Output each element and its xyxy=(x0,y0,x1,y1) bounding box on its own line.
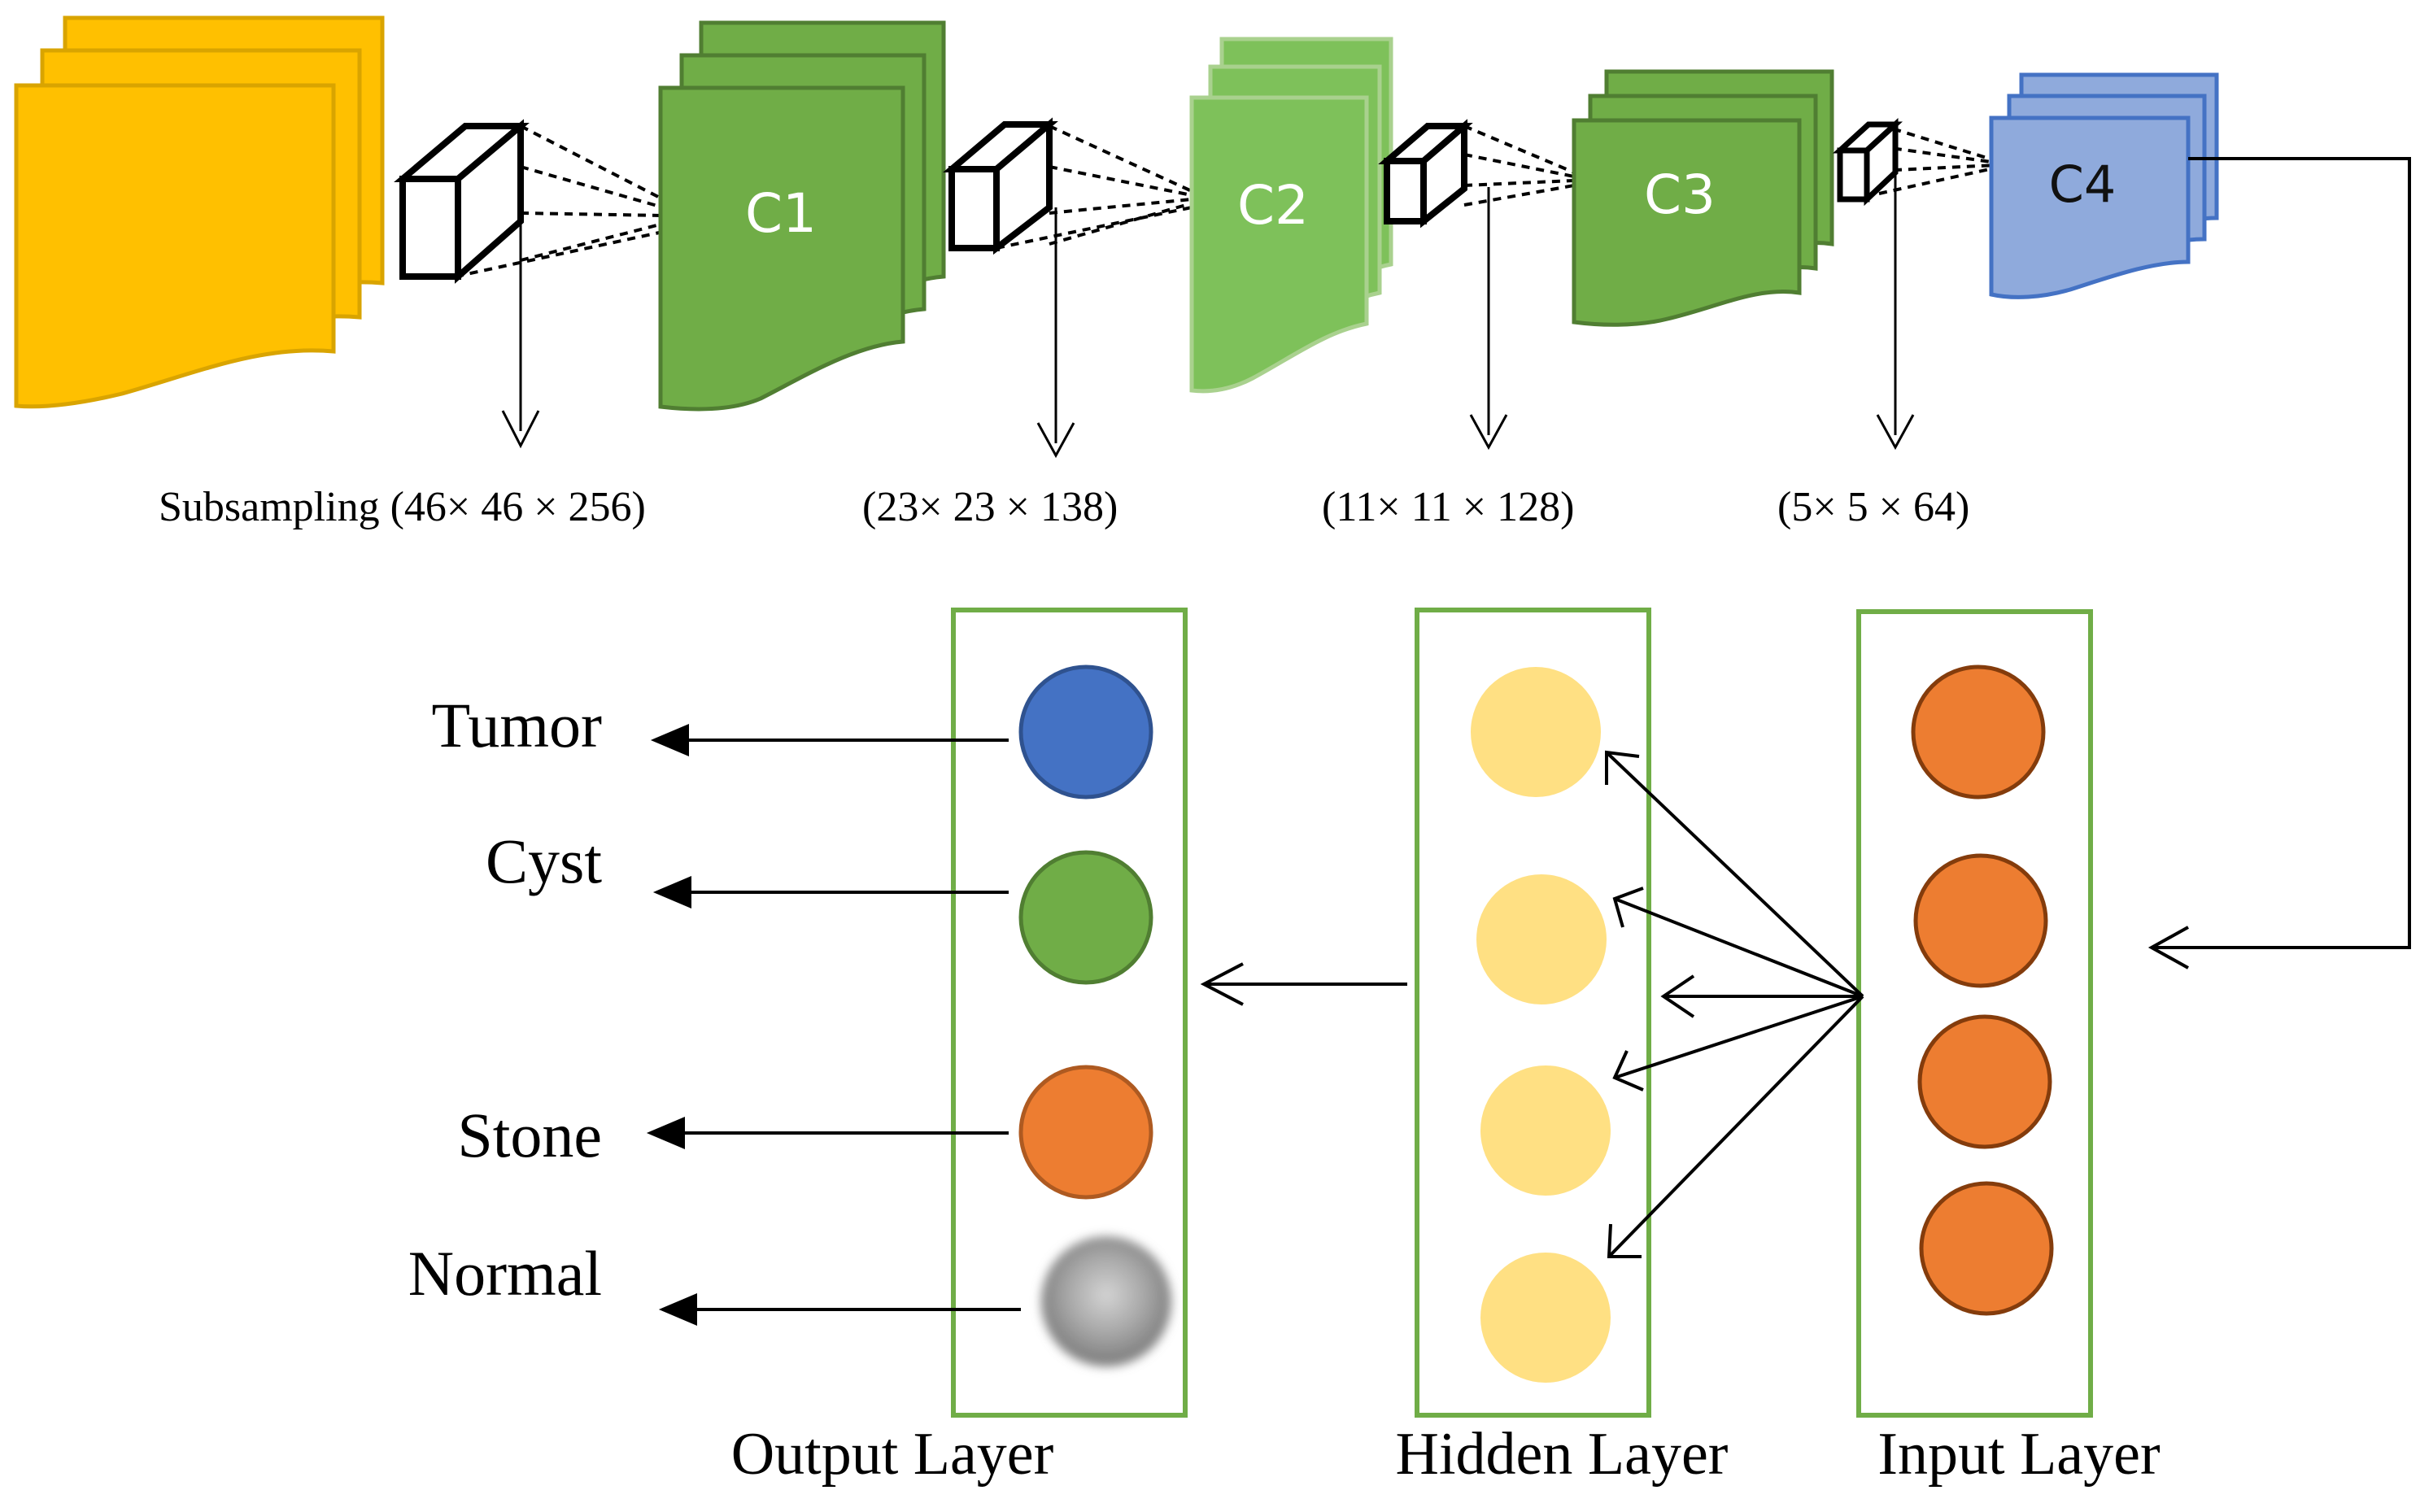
class-label-cyst: Cyst xyxy=(486,826,602,896)
input-map-front xyxy=(14,83,336,409)
hidden-node-2 xyxy=(1476,874,1607,1004)
c2-map-front xyxy=(1189,95,1369,394)
c4-label: C4 xyxy=(2049,155,2117,214)
output-layer-title: Output Layer xyxy=(731,1421,1054,1488)
output-nodes xyxy=(1018,664,1171,1366)
hidden-layer-box xyxy=(1415,608,1651,1418)
convolution-kernel-4 xyxy=(1832,118,1998,451)
class-label-normal: Normal xyxy=(408,1238,602,1309)
input-to-hidden-arrows xyxy=(1605,750,1864,1258)
class-label-stone: Stone xyxy=(457,1100,602,1170)
hidden-node-1 xyxy=(1471,667,1601,797)
feature-map-c4: C4 xyxy=(1989,72,2219,299)
output-node-stone xyxy=(1018,1065,1153,1200)
dimension-label-3: (11× 11 × 128) xyxy=(1322,484,1574,530)
output-layer-box xyxy=(951,608,1188,1418)
layer-titles: Output Layer Hidden Layer Input Layer xyxy=(731,1421,2161,1488)
class-arrows xyxy=(646,723,1021,1327)
c1-label: C1 xyxy=(745,182,817,245)
input-node-3 xyxy=(1917,1014,2052,1149)
convolution-kernel-3 xyxy=(1378,119,1575,451)
c4-map-front xyxy=(1989,115,2191,299)
dimension-labels: Subsampling (46× 46 × 256) (23× 23 × 138… xyxy=(159,484,1969,530)
c2-label: C2 xyxy=(1237,174,1309,237)
convolution-kernel-1 xyxy=(394,119,664,449)
flatten-connector xyxy=(2147,157,2411,970)
class-label-tumor: Tumor xyxy=(431,690,602,760)
layer-boxes xyxy=(951,608,2093,1418)
dimension-label-2: (23× 23 × 138) xyxy=(862,484,1118,530)
input-nodes xyxy=(1911,664,2054,1316)
dimension-label-4: (5× 5 × 64) xyxy=(1777,484,1969,530)
input-feature-map-stack xyxy=(14,15,385,409)
feature-map-c3: C3 xyxy=(1572,69,1834,327)
hidden-nodes xyxy=(1471,667,1611,1383)
hidden-layer-title: Hidden Layer xyxy=(1396,1421,1729,1488)
c1-map-front xyxy=(658,85,905,412)
input-node-2 xyxy=(1913,853,2048,988)
output-node-cyst xyxy=(1018,850,1153,985)
c3-label: C3 xyxy=(1644,163,1716,226)
hidden-node-3 xyxy=(1480,1065,1611,1196)
c3-map-front xyxy=(1572,118,1802,327)
hidden-to-output-arrow xyxy=(1200,962,1407,1006)
input-node-1 xyxy=(1911,664,2046,800)
dimension-label-1: Subsampling (46× 46 × 256) xyxy=(159,484,646,530)
feature-map-c2: C2 xyxy=(1189,37,1393,394)
input-node-4 xyxy=(1919,1181,2054,1316)
class-labels: Tumor Cyst Stone Normal xyxy=(408,690,603,1309)
feature-map-c1: C1 xyxy=(658,20,946,412)
output-node-normal xyxy=(1041,1236,1171,1366)
input-layer-title: Input Layer xyxy=(1877,1421,2160,1488)
input-layer-box xyxy=(1856,609,2093,1418)
convolution-kernel-2 xyxy=(943,117,1193,459)
hidden-node-4 xyxy=(1480,1253,1611,1383)
output-node-tumor xyxy=(1018,664,1153,800)
